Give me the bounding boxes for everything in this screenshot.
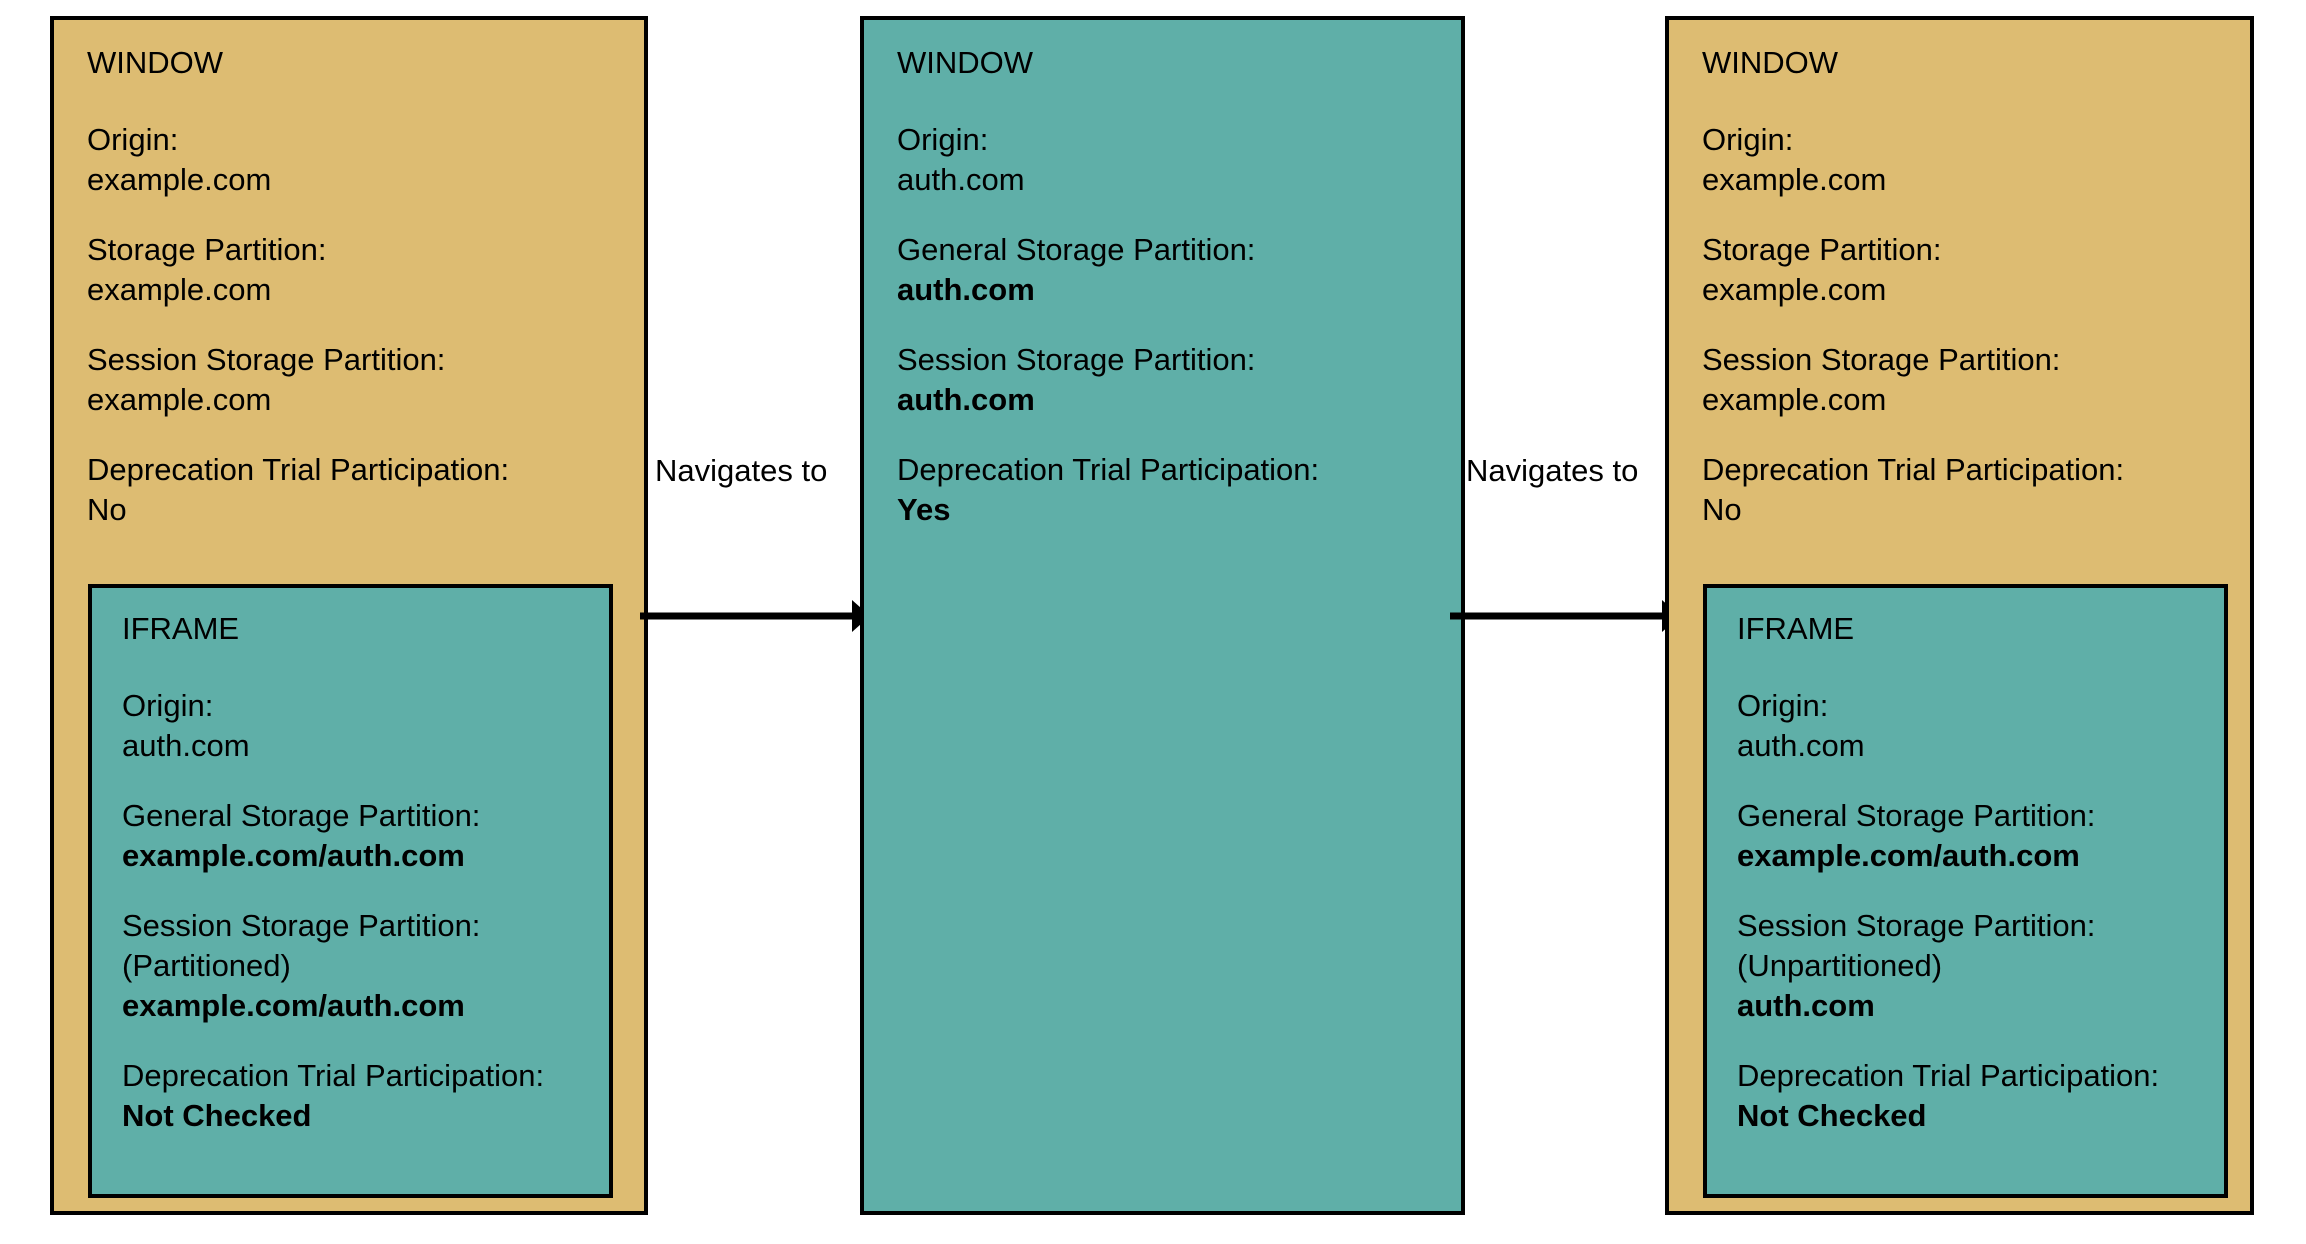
field-value: auth.com xyxy=(1737,728,1865,763)
field-label: Origin: xyxy=(1702,122,1794,157)
field-value: No xyxy=(87,492,127,527)
field-label: General Storage Partition: xyxy=(1737,798,2096,833)
arrow-label-navigates-to-1: Navigates to xyxy=(655,453,828,488)
field-label: Session Storage Partition: xyxy=(122,908,481,943)
iframe-panel-1: IFRAME Origin: auth.com General Storage … xyxy=(88,584,613,1198)
field-list: Origin: auth.com General Storage Partiti… xyxy=(1737,686,2212,1136)
iframe-panel-3: IFRAME Origin: auth.com General Storage … xyxy=(1703,584,2228,1198)
field-general-storage-partition: General Storage Partition: example.com/a… xyxy=(1737,796,2212,876)
field-value: Not Checked xyxy=(122,1098,312,1133)
panel-title: WINDOW xyxy=(87,45,224,80)
field-value: Yes xyxy=(897,492,951,527)
field-label: Deprecation Trial Participation: xyxy=(87,452,510,487)
field-origin: Origin: example.com xyxy=(87,120,632,200)
field-label: Origin: xyxy=(87,122,179,157)
field-label: Origin: xyxy=(897,122,989,157)
field-label: Session Storage Partition: xyxy=(1702,342,2061,377)
field-value: auth.com xyxy=(897,272,1035,307)
field-session-storage-partition: Session Storage Partition: example.com xyxy=(87,340,632,420)
field-label: Session Storage Partition: xyxy=(897,342,1256,377)
field-value: auth.com xyxy=(897,382,1035,417)
field-storage-partition: Storage Partition: example.com xyxy=(1702,230,2238,310)
panel-title: IFRAME xyxy=(122,611,240,646)
field-deprecation-trial-participation: Deprecation Trial Participation: Not Che… xyxy=(122,1056,597,1136)
field-label: General Storage Partition: xyxy=(122,798,481,833)
arrow-right-icon xyxy=(1450,586,1680,646)
field-deprecation-trial-participation: Deprecation Trial Participation: Not Che… xyxy=(1737,1056,2212,1136)
window-panel-1: WINDOW Origin: example.com Storage Parti… xyxy=(50,16,648,1215)
field-sublabel: (Unpartitioned) xyxy=(1737,948,1943,983)
field-value: example.com/auth.com xyxy=(122,988,465,1023)
field-label: Deprecation Trial Participation: xyxy=(1737,1058,2160,1093)
field-label: Session Storage Partition: xyxy=(87,342,446,377)
field-list: Origin: auth.com General Storage Partiti… xyxy=(122,686,597,1136)
field-list: Origin: example.com Storage Partition: e… xyxy=(87,120,632,530)
panel-title: IFRAME xyxy=(1737,611,1855,646)
window-panel-2: WINDOW Origin: auth.com General Storage … xyxy=(860,16,1465,1215)
field-value: No xyxy=(1702,492,1742,527)
panel-title: WINDOW xyxy=(1702,45,1839,80)
arrow-right-icon xyxy=(640,586,870,646)
field-value: example.com xyxy=(87,382,272,417)
field-value: auth.com xyxy=(897,162,1025,197)
field-origin: Origin: auth.com xyxy=(897,120,1449,200)
field-value: auth.com xyxy=(1737,988,1875,1023)
field-deprecation-trial-participation: Deprecation Trial Participation: Yes xyxy=(897,450,1449,530)
field-value: example.com xyxy=(87,272,272,307)
field-value: example.com/auth.com xyxy=(1737,838,2080,873)
field-session-storage-partition: Session Storage Partition: auth.com xyxy=(897,340,1449,420)
field-value: auth.com xyxy=(122,728,250,763)
field-label: Storage Partition: xyxy=(87,232,327,267)
field-list: Origin: example.com Storage Partition: e… xyxy=(1702,120,2238,530)
field-storage-partition: Storage Partition: example.com xyxy=(87,230,632,310)
field-label: Deprecation Trial Participation: xyxy=(897,452,1320,487)
field-label: General Storage Partition: xyxy=(897,232,1256,267)
field-origin: Origin: example.com xyxy=(1702,120,2238,200)
field-value: example.com xyxy=(1702,162,1887,197)
field-sublabel: (Partitioned) xyxy=(122,948,291,983)
arrow-label-navigates-to-2: Navigates to xyxy=(1466,453,1639,488)
field-general-storage-partition: General Storage Partition: example.com/a… xyxy=(122,796,597,876)
field-label: Origin: xyxy=(122,688,214,723)
field-deprecation-trial-participation: Deprecation Trial Participation: No xyxy=(1702,450,2238,530)
field-origin: Origin: auth.com xyxy=(122,686,597,766)
field-session-storage-partition: Session Storage Partition: (Unpartitione… xyxy=(1737,906,2212,1026)
field-session-storage-partition: Session Storage Partition: (Partitioned)… xyxy=(122,906,597,1026)
field-value: example.com xyxy=(1702,272,1887,307)
field-deprecation-trial-participation: Deprecation Trial Participation: No xyxy=(87,450,632,530)
field-session-storage-partition: Session Storage Partition: example.com xyxy=(1702,340,2238,420)
field-label: Deprecation Trial Participation: xyxy=(122,1058,545,1093)
field-value: Not Checked xyxy=(1737,1098,1927,1133)
field-list: Origin: auth.com General Storage Partiti… xyxy=(897,120,1449,530)
field-origin: Origin: auth.com xyxy=(1737,686,2212,766)
field-value: example.com/auth.com xyxy=(122,838,465,873)
window-panel-3: WINDOW Origin: example.com Storage Parti… xyxy=(1665,16,2254,1215)
field-label: Storage Partition: xyxy=(1702,232,1942,267)
panel-title: WINDOW xyxy=(897,45,1034,80)
field-label: Origin: xyxy=(1737,688,1829,723)
field-general-storage-partition: General Storage Partition: auth.com xyxy=(897,230,1449,310)
field-value: example.com xyxy=(1702,382,1887,417)
field-label: Session Storage Partition: xyxy=(1737,908,2096,943)
field-label: Deprecation Trial Participation: xyxy=(1702,452,2125,487)
field-value: example.com xyxy=(87,162,272,197)
